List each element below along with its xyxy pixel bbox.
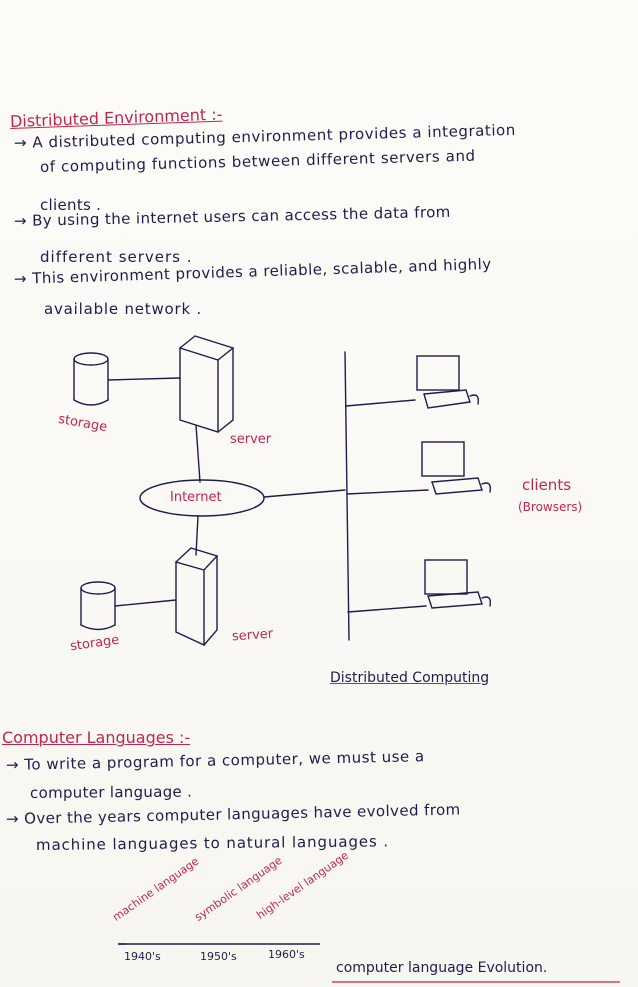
text-line: computer language . — [29, 782, 193, 802]
storage-top-icon — [73, 352, 109, 406]
internet-label: Internet — [170, 490, 222, 505]
text-line: machine languages to natural languages . — [35, 832, 390, 854]
text-line: different servers . — [40, 248, 193, 266]
storage-bottom-icon — [80, 581, 116, 631]
text-line: clients . — [40, 196, 102, 214]
clients-sublabel: (Browsers) — [518, 500, 583, 514]
client-computer-icon — [424, 559, 492, 609]
diagram-caption: Distributed Computing — [330, 670, 490, 686]
server-label-top: server — [230, 432, 272, 447]
section-heading-computer-languages: Computer Languages :- — [2, 728, 191, 747]
evolution-caption: computer language Evolution. — [336, 960, 548, 976]
evolution-item-year: 1950's — [200, 950, 237, 963]
internet-cloud-shape — [139, 479, 265, 517]
server-bottom-icon — [174, 547, 219, 647]
clients-label: clients — [522, 476, 572, 494]
evolution-item-year: 1940's — [124, 950, 161, 963]
client-computer-icon — [416, 355, 480, 409]
evolution-item-year: 1960's — [268, 948, 305, 961]
server-top-icon — [178, 335, 235, 433]
text-line: available network . — [44, 300, 203, 318]
client-computer-icon — [421, 441, 492, 495]
server-label-bottom: server — [231, 626, 274, 645]
